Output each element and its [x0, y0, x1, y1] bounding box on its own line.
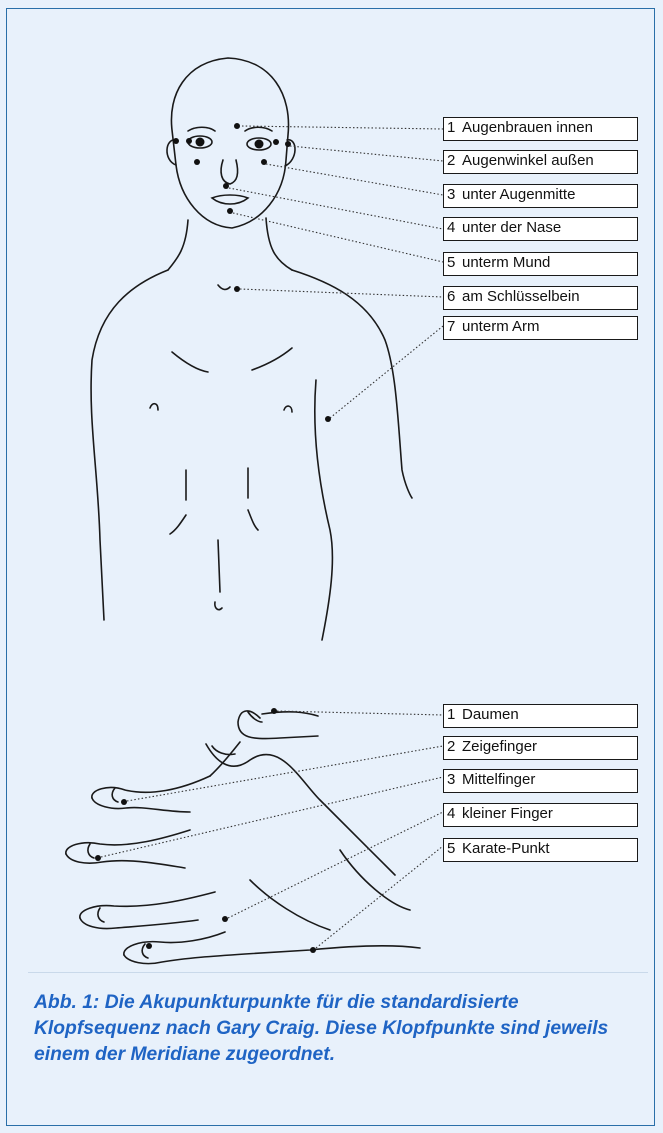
left-shoulder [91, 270, 168, 620]
right-shoulder [292, 270, 412, 498]
index-finger [92, 776, 210, 798]
figure-caption: Abb. 1: Die Akupunkturpunkte für die sta… [34, 990, 644, 1068]
ring-finger [80, 892, 215, 918]
little-finger [124, 932, 225, 955]
caption-separator [28, 972, 648, 973]
middle-finger [66, 830, 190, 854]
body-and-hand-drawing [0, 0, 663, 980]
